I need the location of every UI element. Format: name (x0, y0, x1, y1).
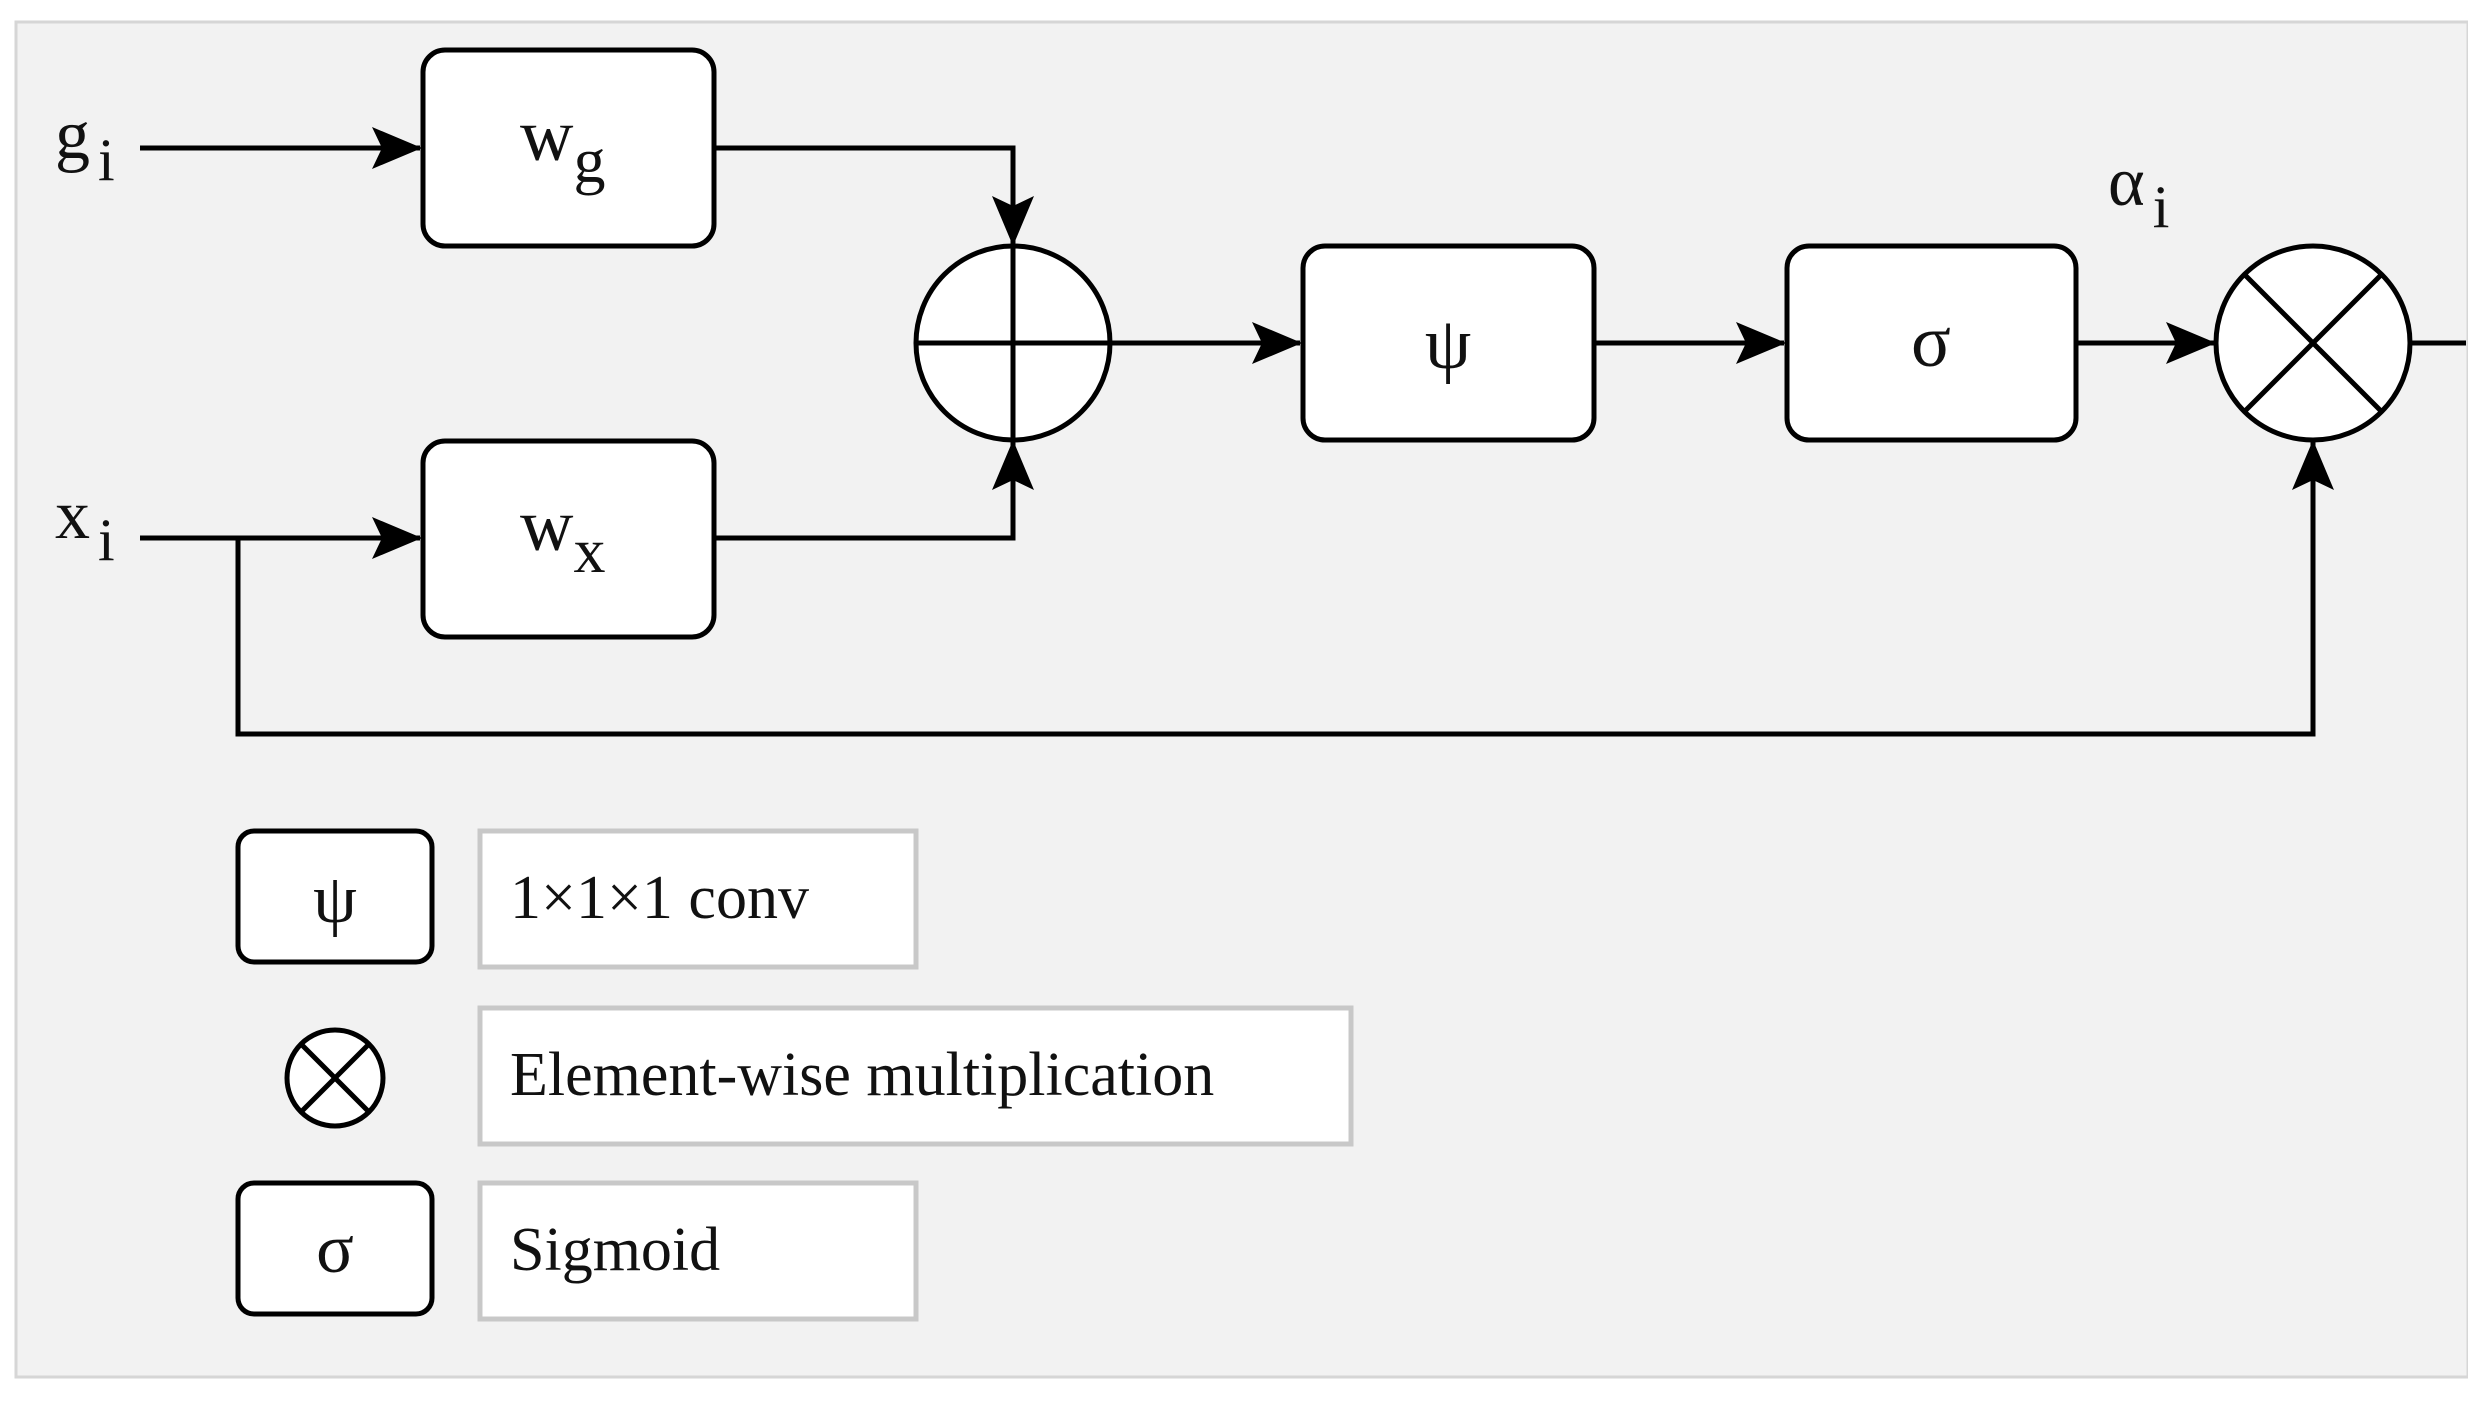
legend-multiply-description-box (477, 1005, 1354, 1147)
legend-row-psi: ψ 1×1×1 conv (235, 828, 919, 970)
block-sigma: σ (1784, 243, 2079, 443)
legend: ψ 1×1×1 conv Element-wise multiplication… (235, 828, 1354, 1322)
legend-multiply-description: Element-wise multiplication (510, 1041, 1214, 1109)
block-wg-label: wg (520, 95, 605, 196)
block-psi: ψ (1300, 243, 1597, 443)
legend-psi-box (235, 828, 435, 965)
block-wx: wx (420, 438, 717, 640)
addition-node (913, 243, 1113, 443)
diagram-panel (14, 20, 2468, 1379)
block-wg: wg (420, 47, 717, 249)
legend-sigma-box (235, 1180, 435, 1317)
legend-otimes-icon (284, 1027, 386, 1129)
legend-sigma-description: Sigmoid (510, 1216, 720, 1284)
block-psi-label: ψ (1425, 303, 1471, 385)
arrow-wx-to-add (714, 440, 1034, 541)
legend-psi-description-box (477, 828, 919, 970)
block-sigma-label: σ (1911, 301, 1951, 383)
arrow-skip-x-to-multiply (235, 440, 2334, 737)
legend-sigma-symbol: σ (316, 1211, 354, 1288)
legend-psi-description: 1×1×1 conv (510, 864, 809, 932)
legend-row-sigma: σ Sigmoid (235, 1180, 919, 1322)
arrow-wg-to-add (714, 145, 1034, 246)
multiplication-node (2213, 243, 2413, 443)
legend-psi-symbol: ψ (313, 861, 357, 938)
legend-row-multiply: Element-wise multiplication (284, 1005, 1354, 1147)
legend-sigma-description-box (477, 1180, 919, 1322)
block-wx-label: wx (520, 485, 605, 586)
